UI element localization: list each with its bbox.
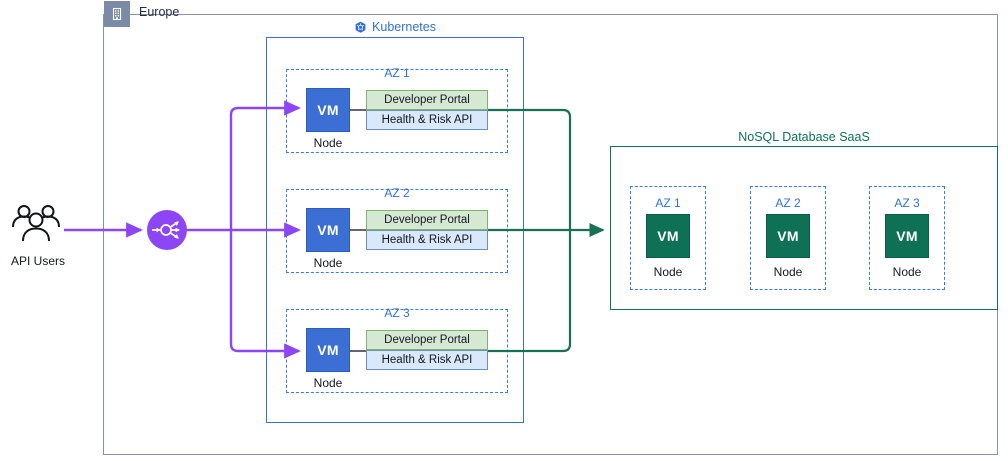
db-az-1-box [630,186,706,290]
cluster-az-2-vm: VM [306,208,350,252]
kubernetes-cluster-label: Kubernetes [372,20,436,34]
cluster-az-3-service-developer-portal: Developer Portal [366,330,488,350]
api-users-label: API Users [10,254,65,268]
db-az-2-vm: VM [766,214,810,258]
db-az-1-title: AZ 1 [655,196,681,210]
cluster-az-1-service-health-risk-api: Health & Risk API [366,110,488,130]
cluster-az-3-node-label: Node [313,376,343,390]
db-az-1-vm: VM [646,214,690,258]
db-az-3-title: AZ 3 [894,196,920,210]
cluster-az-1-service-developer-portal: Developer Portal [366,90,488,110]
cluster-az-1-title: AZ 1 [384,66,410,80]
db-az-1-node-label: Node [653,265,683,279]
load-balancer-icon [147,210,187,250]
db-az-2-node-label: Node [773,265,803,279]
cluster-az-2-service-developer-portal: Developer Portal [366,210,488,230]
cluster-az-3-vm: VM [306,328,350,372]
kubernetes-helm-icon [354,21,367,34]
cluster-az-2-title: AZ 2 [384,186,410,200]
db-az-2-title: AZ 2 [775,196,801,210]
db-az-3-vm: VM [885,214,929,258]
db-az-3-node-label: Node [892,265,922,279]
kubernetes-cluster-title: Kubernetes [266,20,524,34]
region-label: Europe [139,5,180,19]
cluster-az-3-title: AZ 3 [384,306,410,320]
cluster-az-1-node-label: Node [313,136,343,150]
cluster-az-3-service-health-risk-api: Health & Risk API [366,350,488,370]
users-group-icon [8,203,64,247]
cluster-az-2-service-health-risk-api: Health & Risk API [366,230,488,250]
cluster-az-2-node-label: Node [313,256,343,270]
cluster-az-1-vm: VM [306,88,350,132]
database-title: NoSQL Database SaaS [738,130,870,144]
db-az-3-box [869,186,945,290]
database-container-box [610,146,998,310]
building-icon [104,1,130,27]
db-az-2-box [750,186,826,290]
